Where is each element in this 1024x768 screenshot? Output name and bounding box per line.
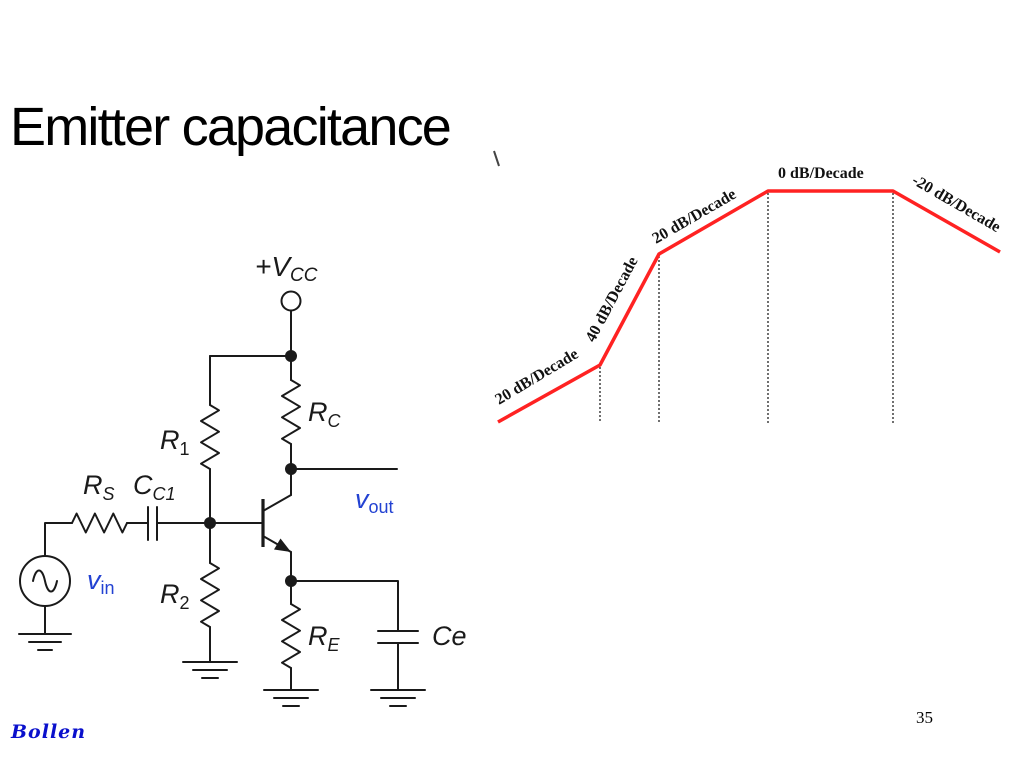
resistor-re-symbol [281, 603, 301, 669]
rs-label: RS [83, 470, 115, 504]
vcc-label-main: +V [255, 251, 292, 282]
junction-dot [285, 575, 297, 587]
cc1-label: CC1 [133, 470, 176, 504]
ground-icon [370, 689, 426, 707]
rc-label-main: R [308, 397, 328, 427]
bode-magnitude-sketch: 20 dB/Decade 40 dB/Decade 20 dB/Decade 0… [492, 150, 1003, 424]
slide-title: Emitter capacitance [10, 97, 452, 157]
vout-label: vout [355, 484, 394, 517]
vcc-label-sub: CC [290, 265, 318, 286]
re-label: RE [308, 621, 341, 655]
vin-label-main: v [87, 565, 102, 595]
junction-dot [204, 517, 216, 529]
junction-dot [285, 350, 297, 362]
cc1-label-sub: C1 [153, 484, 176, 504]
r2-label-main: R [160, 579, 180, 609]
footer-author: Bollen [11, 721, 87, 743]
vcc-terminal-icon [280, 290, 302, 312]
r1-label-main: R [160, 425, 180, 455]
resistor-r2-symbol [200, 562, 220, 628]
rc-label-sub: C [328, 411, 342, 431]
collector-lead [262, 494, 292, 512]
wire [290, 580, 399, 632]
cc1-label-main: C [133, 470, 153, 500]
circuit-wires [44, 309, 399, 691]
r2-label: R2 [160, 579, 190, 613]
segment-label-2: 40 dB/Decade [583, 254, 642, 345]
ground-icon [182, 661, 238, 679]
re-label-sub: E [328, 635, 341, 655]
sine-wave-icon [32, 569, 58, 593]
ce-amplifier-circuit: +VCC RC R1 R2 RE RS CC1 Ce vout vin [18, 251, 467, 707]
npn-transistor-icon [261, 499, 291, 552]
vin-label: vin [87, 565, 115, 598]
ce-label: Ce [432, 621, 467, 651]
rc-label: RC [308, 397, 342, 431]
rs-label-sub: S [103, 484, 115, 504]
rs-label-main: R [83, 470, 103, 500]
resistor-rc-symbol [281, 379, 301, 445]
capacitor-cc1-symbol [147, 506, 158, 541]
page-number: 35 [916, 708, 933, 727]
vin-label-sub: in [101, 578, 115, 598]
resistor-rs-symbol [71, 512, 128, 534]
capacitor-ce-symbol [377, 630, 419, 644]
resistor-r1-symbol [200, 404, 220, 470]
segment-label-4: 0 dB/Decade [778, 165, 864, 182]
wire [44, 522, 73, 557]
r2-label-sub: 2 [180, 593, 190, 613]
crop-artifact-mark [493, 150, 500, 167]
asymptotic-magnitude-curve [497, 189, 1001, 424]
junction-dot [285, 463, 297, 475]
vout-label-sub: out [369, 497, 394, 517]
ac-sine-source-icon [19, 555, 71, 607]
ground-icon [18, 633, 72, 651]
r1-label-sub: 1 [180, 439, 190, 459]
r1-label: R1 [160, 425, 190, 459]
vout-label-main: v [355, 484, 370, 514]
emitter-arrow-icon [274, 538, 291, 552]
re-label-main: R [308, 621, 328, 651]
source-circle [19, 555, 71, 607]
ground-icon [263, 689, 319, 707]
vcc-label: +VCC [255, 251, 318, 286]
